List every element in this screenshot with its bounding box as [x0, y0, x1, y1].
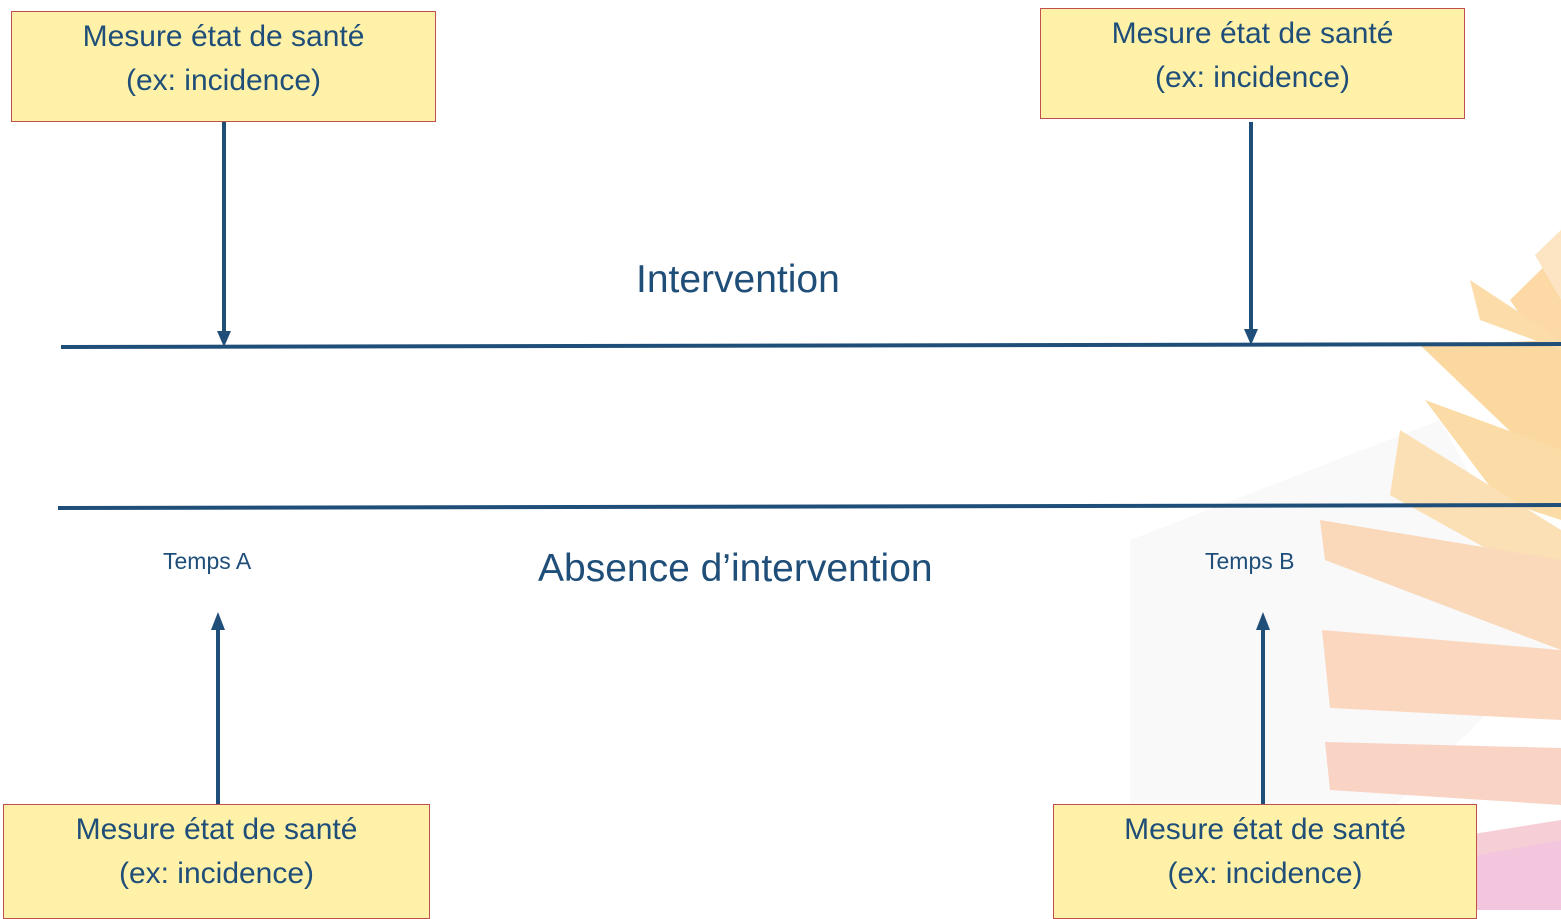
arrow-intervention-time-b	[1244, 122, 1258, 345]
measure-box-line1: Mesure état de santé	[75, 813, 358, 846]
control-timeline	[57, 503, 1561, 510]
arrow-control-time-b	[1256, 612, 1270, 804]
measure-box-control-time-a: Mesure état de santé (ex: incidence)	[3, 804, 430, 919]
measure-box-line2: (ex: incidence)	[1154, 61, 1351, 94]
intervention-timeline	[60, 342, 1561, 349]
intervention-label: Intervention	[636, 258, 840, 301]
measure-box-intervention-time-b: Mesure état de santé (ex: incidence)	[1040, 8, 1465, 119]
time-b-label: Temps B	[1205, 548, 1295, 574]
arrow-intervention-time-a	[217, 122, 231, 347]
measure-box-intervention-time-a: Mesure état de santé (ex: incidence)	[11, 11, 436, 122]
arrow-control-time-a	[211, 612, 225, 804]
measure-box-line2: (ex: incidence)	[118, 857, 315, 890]
time-a-label: Temps A	[163, 548, 252, 574]
absence-intervention-label: Absence d’intervention	[538, 547, 933, 590]
measure-box-line2: (ex: incidence)	[125, 64, 322, 97]
measure-box-line1: Mesure état de santé	[1124, 813, 1406, 846]
measure-box-line1: Mesure état de santé	[82, 20, 365, 53]
measure-box-line2: (ex: incidence)	[1167, 857, 1363, 890]
measure-box-line1: Mesure état de santé	[1111, 17, 1394, 50]
measure-box-control-time-b: Mesure état de santé (ex: incidence)	[1053, 804, 1477, 919]
